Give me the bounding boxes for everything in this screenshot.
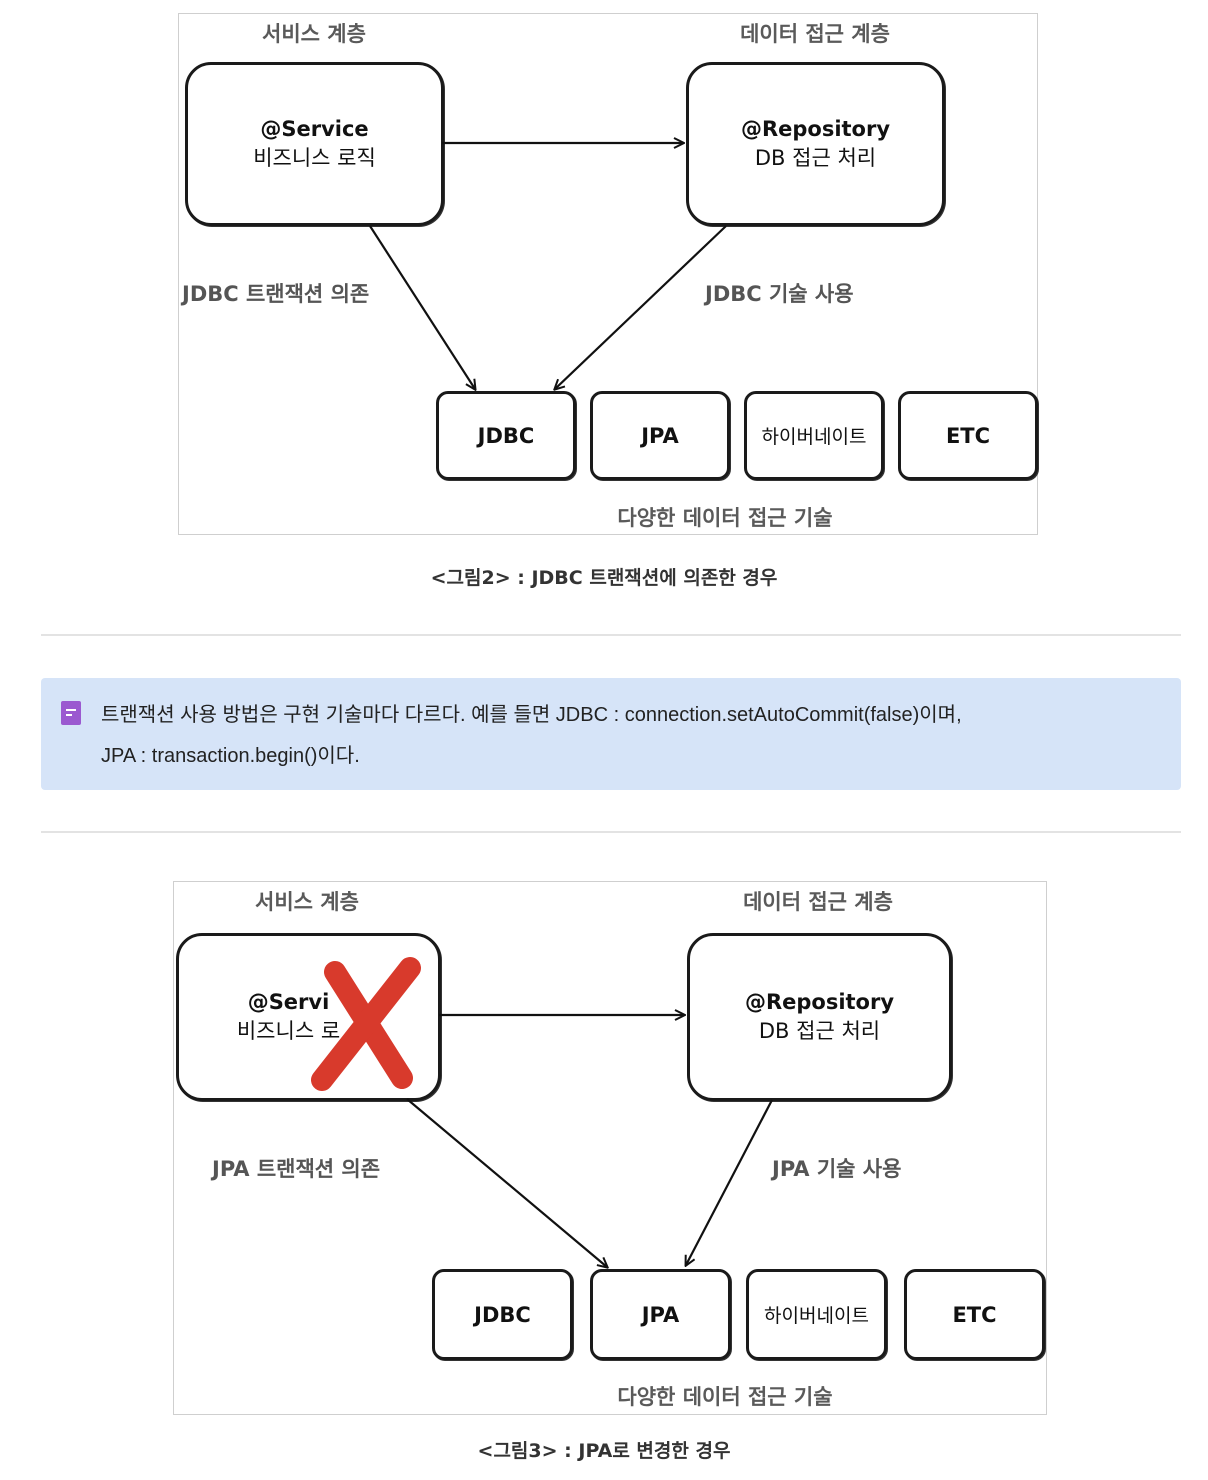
figure2-arrow-service-to-jdbc: [369, 225, 475, 389]
figure3-tech-jdbc: JDBC: [432, 1269, 573, 1360]
callout-line1: 트랜잭션 사용 방법은 구현 기술마다 다르다. 예를 들면 JDBC : co…: [101, 704, 962, 726]
figure3-arrow-service-to-jpa: [406, 1098, 607, 1267]
figure3-tech-group-label: 다양한 데이터 접근 기술: [617, 1385, 833, 1409]
figure3-arrow-repo-to-jpa: [686, 1099, 773, 1265]
figure2-left-edge-label: JDBC 트랜잭션 의존: [182, 282, 370, 306]
figure3-service-layer-label: 서비스 계층: [255, 890, 359, 914]
memo-icon: [61, 701, 81, 725]
figure2-service-layer-label: 서비스 계층: [262, 22, 366, 46]
figure3-tech-etc: ETC: [904, 1269, 1045, 1360]
figure3-repository-desc: DB 접근 처리: [758, 1019, 881, 1043]
callout-note: 트랜잭션 사용 방법은 구현 기술마다 다르다. 예를 들면 JDBC : co…: [41, 678, 1181, 790]
figure3-left-edge-label: JPA 트랜잭션 의존: [212, 1157, 381, 1181]
figure2-service-annotation: @Service: [260, 117, 369, 141]
divider-bottom: [41, 831, 1181, 833]
figure3-service-desc: 비즈니스 로: [236, 1019, 341, 1043]
figure2-repository-box: @Repository DB 접근 처리: [686, 62, 945, 226]
figure2-data-layer-label: 데이터 접근 계층: [740, 22, 890, 46]
figure2-caption: <그림2> : JDBC 트랜잭션에 의존한 경우: [430, 567, 778, 589]
figure3-repository-box: @Repository DB 접근 처리: [687, 933, 952, 1101]
figure3-data-layer-label: 데이터 접근 계층: [743, 890, 893, 914]
figure3-tech-hibernate: 하이버네이트: [746, 1269, 887, 1360]
divider-top: [41, 634, 1181, 636]
figure3-repository-annotation: @Repository: [744, 990, 895, 1014]
red-x-icon: [311, 957, 421, 1091]
callout-line2: JPA : transaction.begin()이다.: [101, 745, 360, 767]
figure2-tech-group-label: 다양한 데이터 접근 기술: [617, 506, 833, 530]
figure2-tech-hibernate: 하이버네이트: [744, 391, 884, 480]
figure2-tech-etc: ETC: [898, 391, 1038, 480]
figure3-tech-jpa: JPA: [590, 1269, 731, 1360]
figure2-repository-annotation: @Repository: [740, 117, 891, 141]
figure3-caption: <그림3> : JPA로 변경한 경우: [477, 1440, 731, 1462]
figure3-service-annotation: @Servi: [247, 990, 330, 1014]
callout-text: 트랜잭션 사용 방법은 구현 기술마다 다르다. 예를 들면 JDBC : co…: [101, 695, 1161, 777]
figure2-service-desc: 비즈니스 로직: [253, 146, 376, 170]
figure2-tech-jdbc: JDBC: [436, 391, 576, 480]
figure2-arrow-repo-to-jdbc: [555, 225, 727, 389]
figure3-right-edge-label: JPA 기술 사용: [772, 1157, 902, 1181]
figure2-tech-jpa: JPA: [590, 391, 730, 480]
figure2-right-edge-label: JDBC 기술 사용: [705, 282, 854, 306]
figure2-repository-desc: DB 접근 처리: [754, 146, 877, 170]
